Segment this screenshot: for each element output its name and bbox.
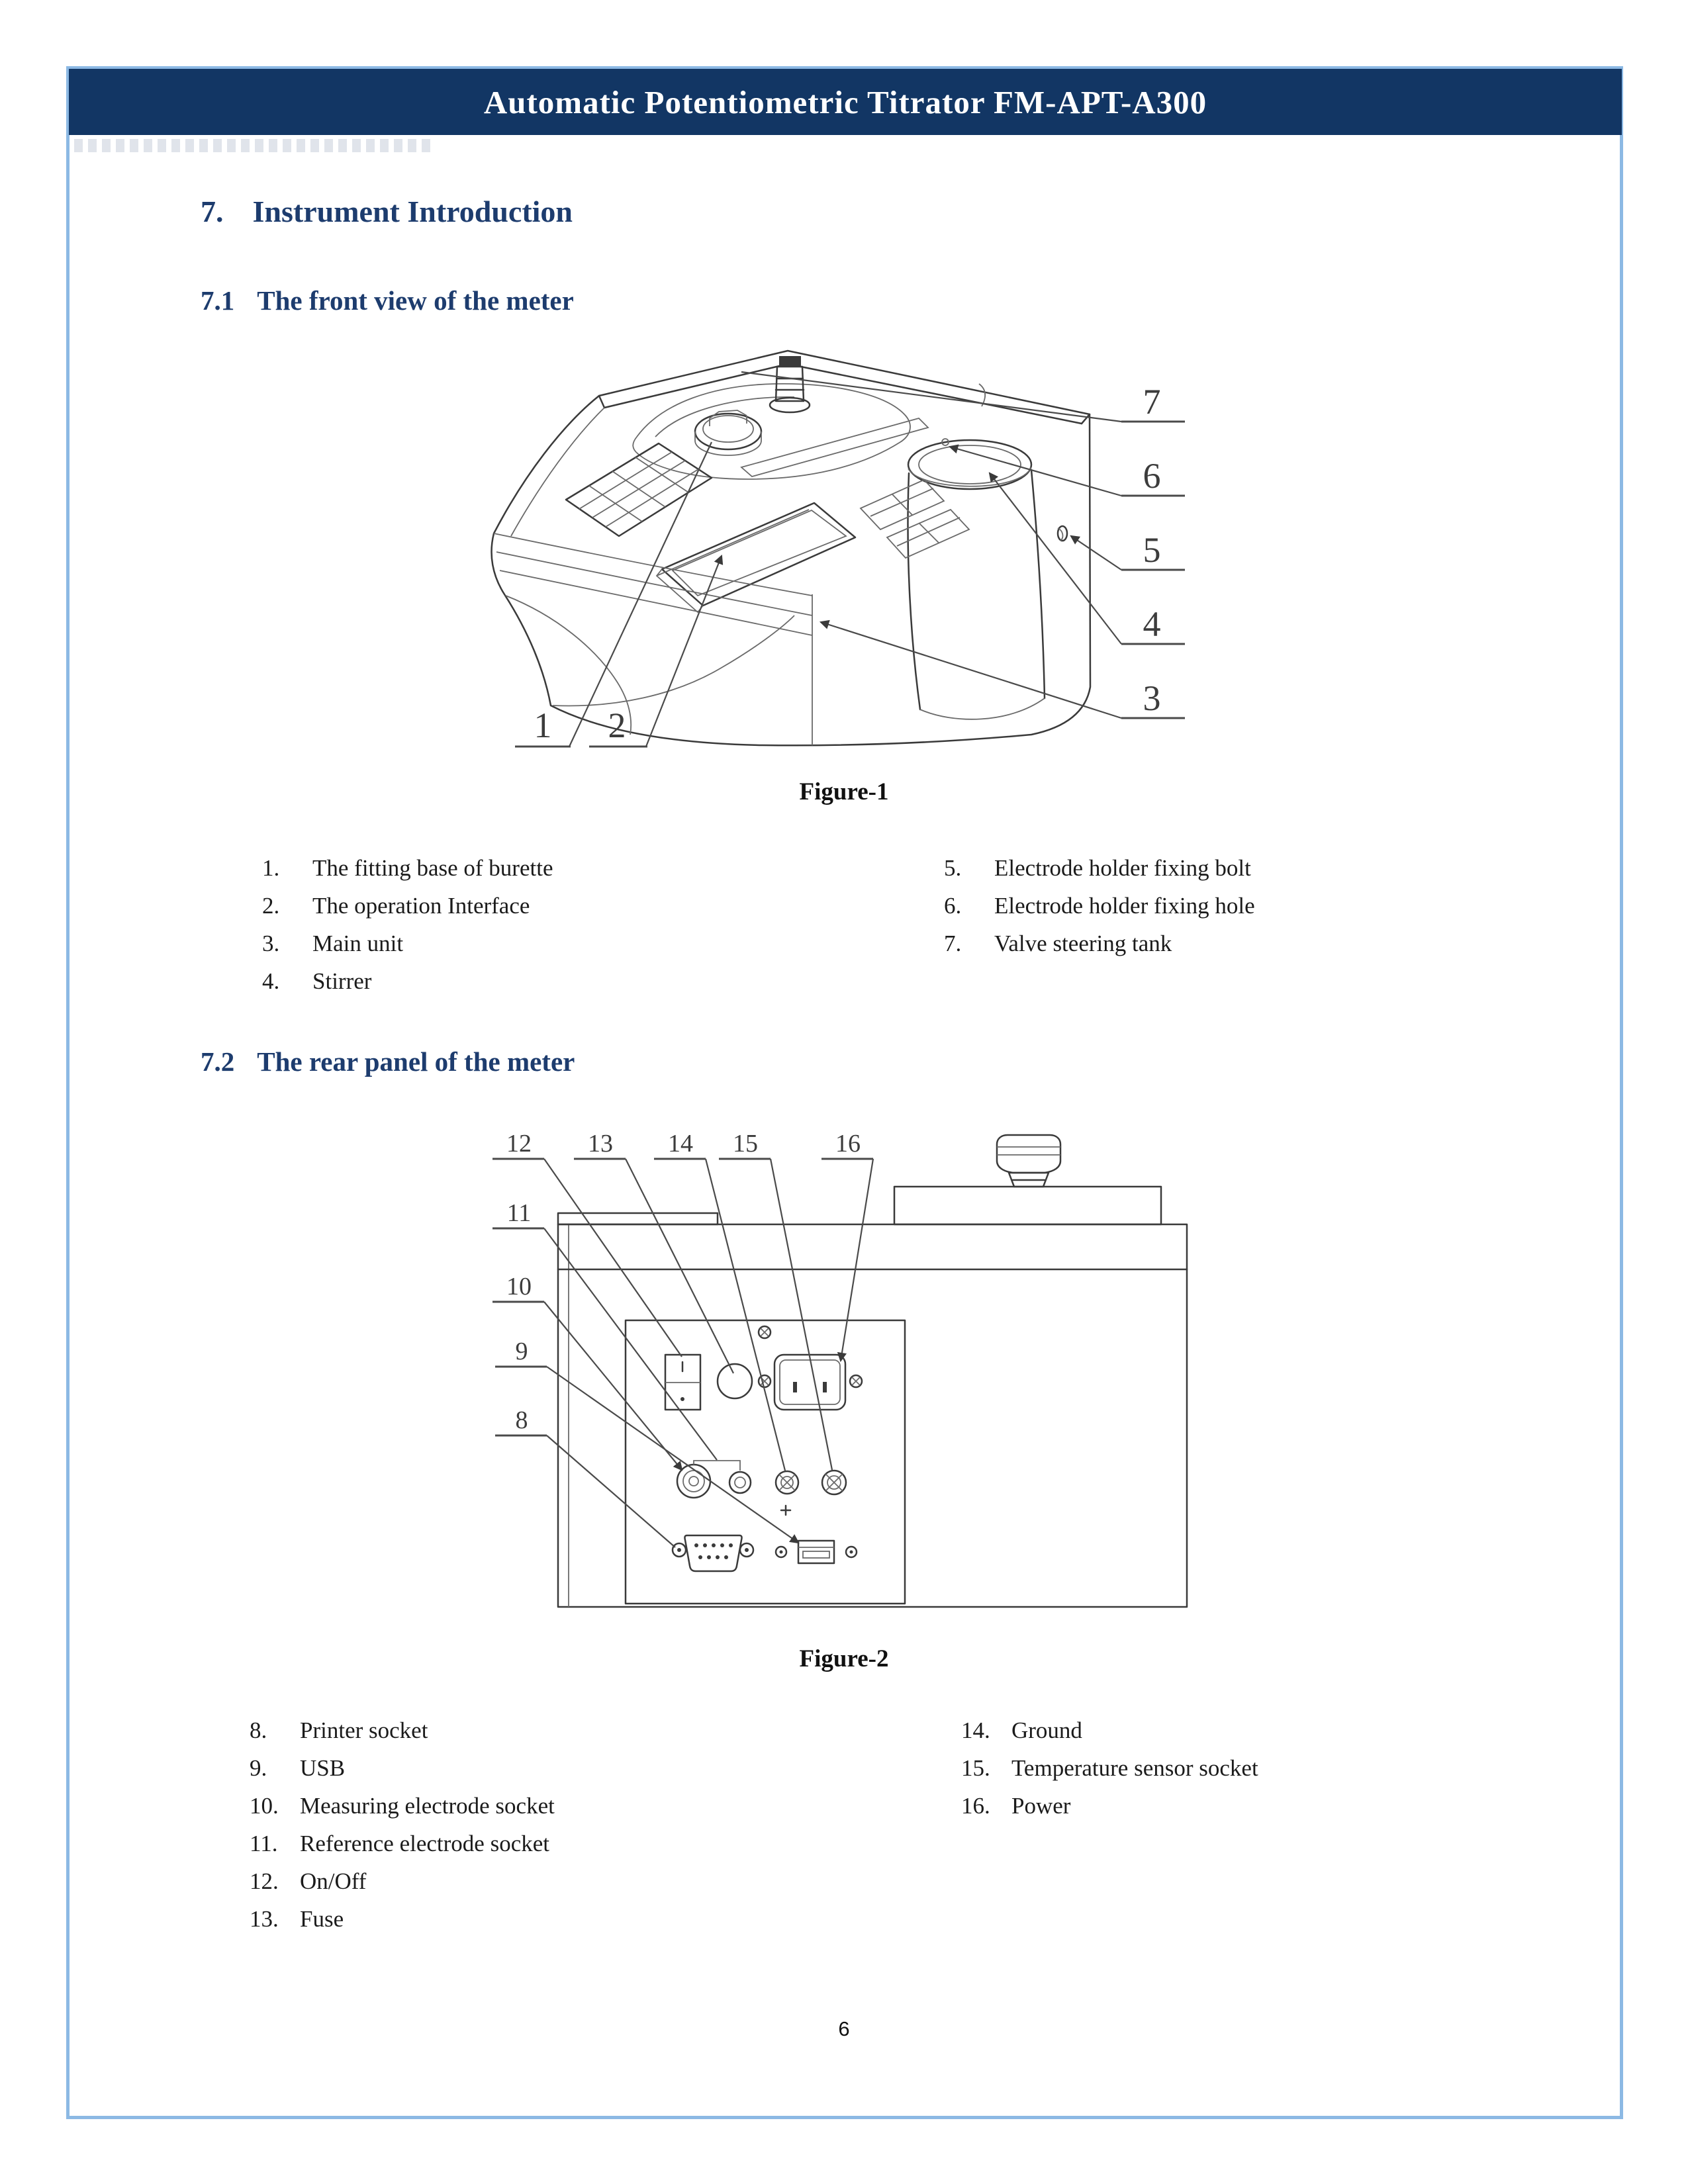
fig1-callout-6: 6 [1143, 456, 1161, 496]
page-header-bar: Automatic Potentiometric Titrator FM-APT… [69, 69, 1622, 135]
legend-item: 15.Temperature sensor socket [961, 1754, 1258, 1781]
fig2-leader-8 [546, 1435, 676, 1548]
fig2-ground-terminal [774, 1470, 800, 1495]
fig2-leader-10 [543, 1301, 683, 1471]
page-number: 6 [838, 2017, 850, 2040]
fig1-leader-2 [645, 555, 724, 747]
subsection-7-1-title: The front view of the meter [257, 285, 574, 316]
fig1-leader-7 [741, 371, 1122, 423]
section-number: 7. [201, 195, 224, 228]
legend-item: 8.Printer socket [250, 1717, 428, 1743]
fig2-rear-panel [557, 1223, 1188, 1608]
legend-item: 6.Electrode holder fixing hole [944, 892, 1255, 919]
fig1-fixing-hole [941, 438, 949, 446]
fig2-step-block [893, 1185, 1162, 1226]
fig2-callout-16: 16 [835, 1130, 861, 1158]
fig2-leader-15 [769, 1158, 833, 1471]
fig1-callout-3: 3 [1143, 678, 1161, 718]
fig1-front-bands [493, 533, 813, 745]
fig1-leader-4 [988, 472, 1122, 645]
fig2-reference-electrode-socket [728, 1471, 752, 1494]
fig2-top-tab [557, 1212, 719, 1226]
legend-item: 3.Main unit [262, 930, 404, 956]
figure-1-drawing: 1 2 7 6 5 4 3 [463, 338, 1192, 751]
fig1-callout-5: 5 [1143, 530, 1161, 570]
fig2-callout-12: 12 [506, 1130, 532, 1158]
fig1-callout-4: 4 [1143, 604, 1161, 644]
fig1-leader-1 [569, 441, 712, 747]
fig1-burette-base [694, 410, 763, 456]
fig2-leader-9 [546, 1366, 800, 1544]
fig2-fuse-holder [716, 1363, 753, 1400]
legend-item: 7.Valve steering tank [944, 930, 1172, 956]
fig1-deck-recess [632, 383, 911, 480]
figure-2-drawing: 12 13 14 15 16 11 10 9 8 [463, 1118, 1218, 1635]
fig1-leader-3 [819, 619, 1122, 719]
fig2-callout-15: 15 [733, 1130, 758, 1158]
legend-item: 10.Measuring electrode socket [250, 1792, 555, 1819]
fig2-power-inlet [773, 1353, 847, 1411]
legend-item: 4.Stirrer [262, 968, 372, 994]
figure-1-caption: Figure-1 [799, 778, 889, 805]
subsection-7-1-heading: 7.1 The front view of the meter [201, 285, 574, 316]
fig2-temperature-sensor-socket [821, 1469, 847, 1496]
fig2-usb-port [774, 1539, 858, 1565]
subsection-7-2-heading: 7.2 The rear panel of the meter [201, 1046, 575, 1077]
fig2-leader-14 [704, 1158, 786, 1471]
fig1-leader-5 [1070, 535, 1122, 570]
fig2-leader-12 [543, 1158, 682, 1357]
fig2-connector-panel [624, 1319, 906, 1605]
subsection-7-2-number: 7.2 [201, 1046, 235, 1077]
fig1-body-outline [491, 349, 1092, 747]
legend-item: 13.Fuse [250, 1905, 344, 1932]
legend-item: 16.Power [961, 1792, 1071, 1819]
fig2-callout-11: 11 [507, 1199, 532, 1227]
fig1-leader-6 [948, 444, 1122, 497]
fig2-ground-mark [780, 1504, 792, 1516]
fig1-fixing-bolt [1056, 525, 1068, 542]
fig1-deck-groove [740, 417, 929, 477]
legend-item: 12.On/Off [250, 1868, 367, 1894]
fig2-leader-16 [837, 1158, 874, 1363]
fig1-keypad [565, 442, 713, 537]
fig2-bracket [693, 1460, 741, 1471]
fig1-callout-2: 2 [608, 705, 626, 745]
page-border [66, 66, 1623, 2119]
legend-item: 14.Ground [961, 1717, 1082, 1743]
subsection-7-2-title: The rear panel of the meter [257, 1046, 575, 1077]
page-header-title: Automatic Potentiometric Titrator FM-APT… [483, 83, 1207, 120]
figure-1-legend-left: 1.The fitting base of burette 2.The oper… [262, 849, 553, 1000]
section-heading: 7. Instrument Introduction [201, 194, 573, 229]
figure-2-legend-right: 14.Ground 15.Temperature sensor socket 1… [961, 1711, 1258, 1825]
fig1-screen [655, 502, 857, 614]
fig2-callout-10: 10 [506, 1273, 532, 1300]
fig2-callout-13: 13 [588, 1130, 613, 1158]
fig2-callout-9: 9 [516, 1338, 528, 1365]
fig2-printer-socket [671, 1534, 755, 1572]
legend-item: 2.The operation Interface [262, 892, 530, 919]
fig1-stirrer-opening [907, 439, 1046, 720]
legend-item: 1.The fitting base of burette [262, 854, 553, 881]
fig1-button-cluster [859, 478, 970, 559]
fig2-callout-14: 14 [668, 1130, 693, 1158]
scan-artifact [74, 139, 432, 152]
fig1-top-rail-inner [603, 363, 1083, 425]
legend-item: 5.Electrode holder fixing bolt [944, 854, 1251, 881]
legend-item: 11.Reference electrode socket [250, 1830, 549, 1856]
fig1-callout-7: 7 [1143, 382, 1161, 422]
fig2-leader-11 [543, 1228, 718, 1461]
section-title: Instrument Introduction [252, 195, 573, 228]
fig1-callout-1: 1 [534, 705, 552, 745]
fig2-top-knob [996, 1134, 1062, 1188]
fig2-callout-8: 8 [516, 1406, 528, 1434]
figure-2-legend-left: 8.Printer socket 9.USB 10.Measuring elec… [250, 1711, 555, 1938]
legend-item: 9.USB [250, 1754, 346, 1781]
figure-2-caption: Figure-2 [799, 1645, 889, 1672]
figure-1-legend-right: 5.Electrode holder fixing bolt 6.Electro… [944, 849, 1255, 962]
fig2-power-switch [664, 1353, 702, 1411]
subsection-7-1-number: 7.1 [201, 285, 235, 316]
fig2-leader-13 [625, 1158, 734, 1374]
